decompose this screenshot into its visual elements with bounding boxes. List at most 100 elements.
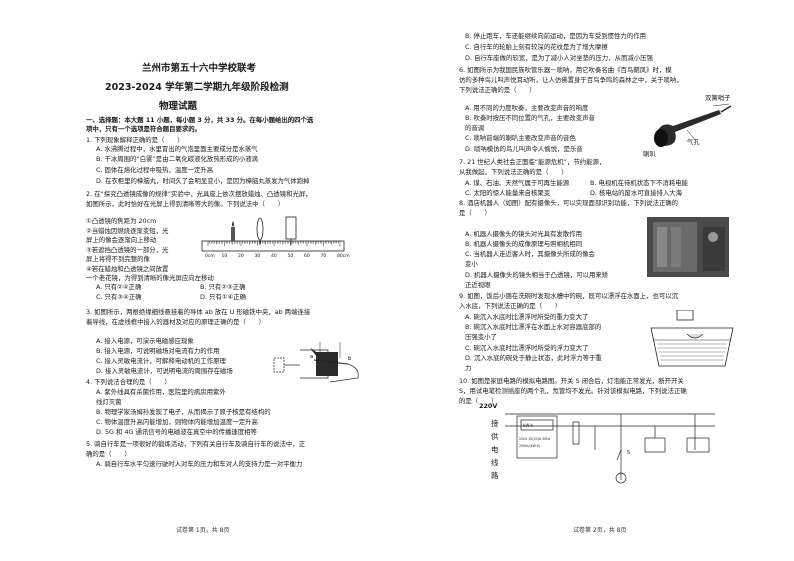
- q6-stem: 6. 如图所示为我国民族吹管乐器－唢呐，用它吹奏名曲《百鸟朝凤》时，模: [459, 66, 672, 74]
- q9-option-a: A. 碗沉入水底时比漂浮时所受的重力变大了: [465, 313, 589, 321]
- magnet-figure: b a: [273, 342, 359, 383]
- sink-figure: [650, 310, 734, 367]
- q7-stem: 7. 21 世纪人类社会正面临“能源危机”，节约能源，: [459, 158, 606, 166]
- q5-stem: 5. 骑自行车是一项很好的锻炼活动，下列有关自行车及骑自行车的说法中，正: [86, 440, 306, 448]
- side-char-5: 路: [491, 471, 499, 480]
- ruler-label: 80cm: [337, 253, 350, 259]
- q9-option-b-2: 压强变小了: [465, 333, 497, 341]
- q8-option-c-2: 变小: [465, 260, 478, 268]
- q2-statement-2: ②当蜡烛因燃烧逐渐变短，光: [86, 227, 169, 235]
- side-char-3: 电: [491, 445, 499, 454]
- school-title: 兰州市第五十六中学校联考: [142, 63, 257, 74]
- meter-rating: 220V 10(20)A 50Hz: [519, 437, 551, 441]
- q4-option-c: C. 物体温度升高内能增加，则物体内能增加温度一定升高: [96, 418, 258, 426]
- section-heading: 一、选择题：本大题 11 小题，每小题 3 分，共 33 分。在每小题给出的四个…: [86, 116, 314, 124]
- q8-stem: 8. 酒店机器人（如图）配有摄像头，可以实现面部识别功能，下列说法正确的: [459, 199, 679, 207]
- q10-stem: 10. 如图是家庭电路的模拟电路图。开关 S 闭合后，灯泡能正常发光，断开开关: [459, 377, 684, 385]
- right-page: B. 停止蹬车，车还能继续向前运动，是因为车受到惯性力的作用 C. 自行车的轮胎…: [397, 0, 794, 561]
- q7-option-a: A. 煤、石油、天然气属于可再生能源: [465, 179, 570, 187]
- q2-statement-4b: 一个老花镜，为得到清晰的像光屏应向左移动: [86, 274, 214, 282]
- q8-option-c: C. 当机器人走近客人时，其摄像头所成的像会: [465, 250, 595, 258]
- q2-option-b: B. 只有②③正确: [200, 283, 246, 291]
- q1-option-c: C. 固体在熔化过程中吸热，温度一定升高: [96, 166, 214, 174]
- q3-stem-2: 着导线，在虚线框中接入的器材及对应的原理正确的是（ ）: [86, 318, 265, 326]
- ruler-label: 30: [255, 253, 261, 259]
- q4-option-d: D. 5G 和 4G 通讯信号的电磁波在真空中的传播速度相等: [96, 428, 257, 436]
- q2-statement-2b: 屏上的像会逐渐向上移动: [86, 236, 157, 244]
- q8-option-a: A. 机器人摄像头的镜头对光具有发散作用: [465, 230, 582, 238]
- ruler-label: 0cm: [205, 253, 215, 259]
- q1-option-a: A. 水沸腾过程中，水里冒出的气泡里面主要成分是水蒸气: [96, 145, 258, 153]
- q5-option-b: B. 停止蹬车，车还能继续向前运动，是因为车受到惯性力的作用: [465, 32, 646, 40]
- q3-option-c: C. 接入灵敏电流计，可解释电动机的工作原理: [96, 357, 226, 365]
- robot-photo: [647, 217, 729, 277]
- q5-option-a: A. 骑自行车水平匀速行驶时人对车的压力和车对人的支持力是一对平衡力: [96, 460, 303, 468]
- section-heading-2: 项中，只有一个选项是符合题目要求的。: [86, 125, 202, 133]
- page-footer-left: 试卷第 1页，共 8页: [176, 527, 230, 534]
- q6-option-d: D. 唢呐模仿的鸟儿叫声令人愉悦，是乐音: [465, 145, 583, 153]
- ruler-label: 50: [288, 253, 294, 259]
- q6-option-b: B. 吹奏时按压不同位置的气孔，主要改变声音: [465, 114, 595, 122]
- circuit-diagram: kW·h 220V 10(20)A 50Hz 2500r/(kW·h) S: [505, 413, 715, 484]
- q2-statement-4: ④若在蜡烛和凸透镜之间放置: [86, 265, 169, 273]
- optical-bench-figure: 0cm 10 20 30 40 50 60 70 80cm: [201, 216, 350, 259]
- suona-figure: [654, 103, 732, 147]
- q8-option-d: D. 机器人摄像头的镜头相当于凸透镜，可以用来矫: [465, 271, 609, 279]
- svg-text:a: a: [310, 354, 313, 360]
- q4-option-a: A. 紫外线具有杀菌作用，医院里的病房用紫外: [96, 388, 226, 396]
- left-page: 兰州市第五十六中学校联考 2023-2024 学年第二学期九年级阶段检测 物理试…: [86, 63, 359, 534]
- q10-stem-3: 的是（ ）: [459, 397, 498, 405]
- q3-option-a: A. 接入电源，可演示电磁感应现象: [96, 337, 194, 345]
- ruler-label: 40: [271, 253, 277, 259]
- q9-stem: 9. 如图，饭后小丽在洗碗时发现水槽中的碗，既可以漂浮在水面上，也可以沉: [459, 292, 679, 300]
- svg-text:S: S: [627, 450, 630, 456]
- q2-option-a: A. 只有②④正确: [96, 283, 142, 291]
- q9-option-d-2: 力: [465, 364, 472, 372]
- q3-option-d: D. 接入灵敏电流计，可说明电流的周围存在磁场: [96, 367, 233, 375]
- q7-stem-2: 从我做起，下列说法正确的是（ ）: [459, 168, 568, 176]
- q2-stem-2: 如图所示，此时恰好在光屏上得到清晰等大的像。下列说法中（ ）: [86, 200, 285, 208]
- page-footer-right: 试卷第 2页，共 8页: [573, 527, 627, 534]
- q9-stem-2: 入水底，下列说法正确的是（ ）: [459, 302, 562, 310]
- q2-statement-3: ③若遮挡凸透镜的一部分，光: [86, 246, 169, 254]
- q2-statement-3b: 屏上将得不到完整的像: [86, 255, 150, 263]
- side-char-2: 供: [491, 432, 499, 441]
- q6-stem-2: 仿的多种鸟儿叫声悦耳动听，让人仿佛置身于百鸟争鸣的森林之中，关于唢呐，: [459, 76, 683, 84]
- q2-option-d: D. 只有①④正确: [200, 293, 247, 301]
- q3-option-b: B. 接入电源，可说明磁场对电流有力的作用: [96, 347, 220, 355]
- meter-unit: kW·h: [523, 423, 534, 428]
- q1-option-d: D. 在衣柜里的樟脑丸，时间久了会明显变小，是因为樟脑丸蒸发为气体跑掉: [96, 177, 310, 185]
- suona-label-holes: 气孔: [687, 138, 700, 146]
- ruler-label: 20: [238, 253, 244, 259]
- q6-option-c: C. 唢呐前端的喇叭主要改变声音的音色: [465, 134, 576, 142]
- ruler-label: 70: [321, 253, 327, 259]
- q4-option-b: B. 物理学家汤姆孙发现了电子，从而揭示了原子核是有结构的: [96, 408, 271, 416]
- meter-constant: 2500r/(kW·h): [519, 444, 540, 448]
- q4-option-a-2: 线灯灭菌: [96, 398, 122, 406]
- suona-label-reed: 双簧哨子: [705, 94, 731, 102]
- q9-option-b: B. 碗沉入水底时比漂浮在水面上水对容器底部的: [465, 323, 602, 331]
- q6-option-b-2: 的音调: [465, 124, 485, 132]
- side-char-4: 线: [491, 458, 499, 467]
- q5-option-c: C. 自行车的轮胎上刻有较深的花纹是为了增大摩擦: [465, 43, 608, 51]
- q7-option-b: B. 电视机在待机状态下不消耗电能: [590, 179, 688, 187]
- q7-option-c: C. 太阳的惊人能量来自核聚变: [465, 189, 551, 197]
- q5-stem-2: 确的是（ ）: [86, 450, 131, 458]
- q1-stem: 1. 下列现象解释正确的是（ ）: [86, 136, 184, 144]
- q7-option-d: D. 核电站的废水可直接排入大海: [590, 189, 683, 197]
- q9-option-c: C. 碗沉入水底时比漂浮时所受的浮力变大了: [465, 344, 589, 352]
- circuit-voltage-label: 220V: [479, 402, 498, 410]
- q3-stem: 3. 如图所示，两根绝缘细线悬挂着的导体 ab 放在 U 形磁铁中央，ab 两端…: [86, 308, 311, 316]
- q10-stem-2: S，用试电笔检测插座的两个孔，氖管均不发光。针对该模拟电路，下列说法正确: [459, 387, 687, 395]
- q2-statement-1: ①凸透镜的焦距为 20cm: [86, 217, 157, 225]
- side-char-1: 接: [491, 419, 499, 428]
- q9-option-d: D. 沉入水底的碗处于静止状态，此时浮力等于重: [465, 354, 602, 362]
- q5-option-d: D. 自行车座做的较宽，是为了减小人对坐垫的压力，从而减小压强: [465, 54, 653, 62]
- svg-text:b: b: [348, 356, 351, 362]
- q2-option-c: C. 只有③④正确: [96, 293, 142, 301]
- ruler-label: 60: [304, 253, 310, 259]
- ruler-label: 10: [222, 253, 228, 259]
- q6-option-a: A. 用不同的力度吹奏，主要改变声音的响度: [465, 104, 589, 112]
- q4-stem: 4. 下列说法合理的是（ ）: [86, 378, 171, 386]
- q1-option-b: B. 干冰周围的“白雾”是由二氧化碳液化放热形成的小液滴: [96, 155, 259, 163]
